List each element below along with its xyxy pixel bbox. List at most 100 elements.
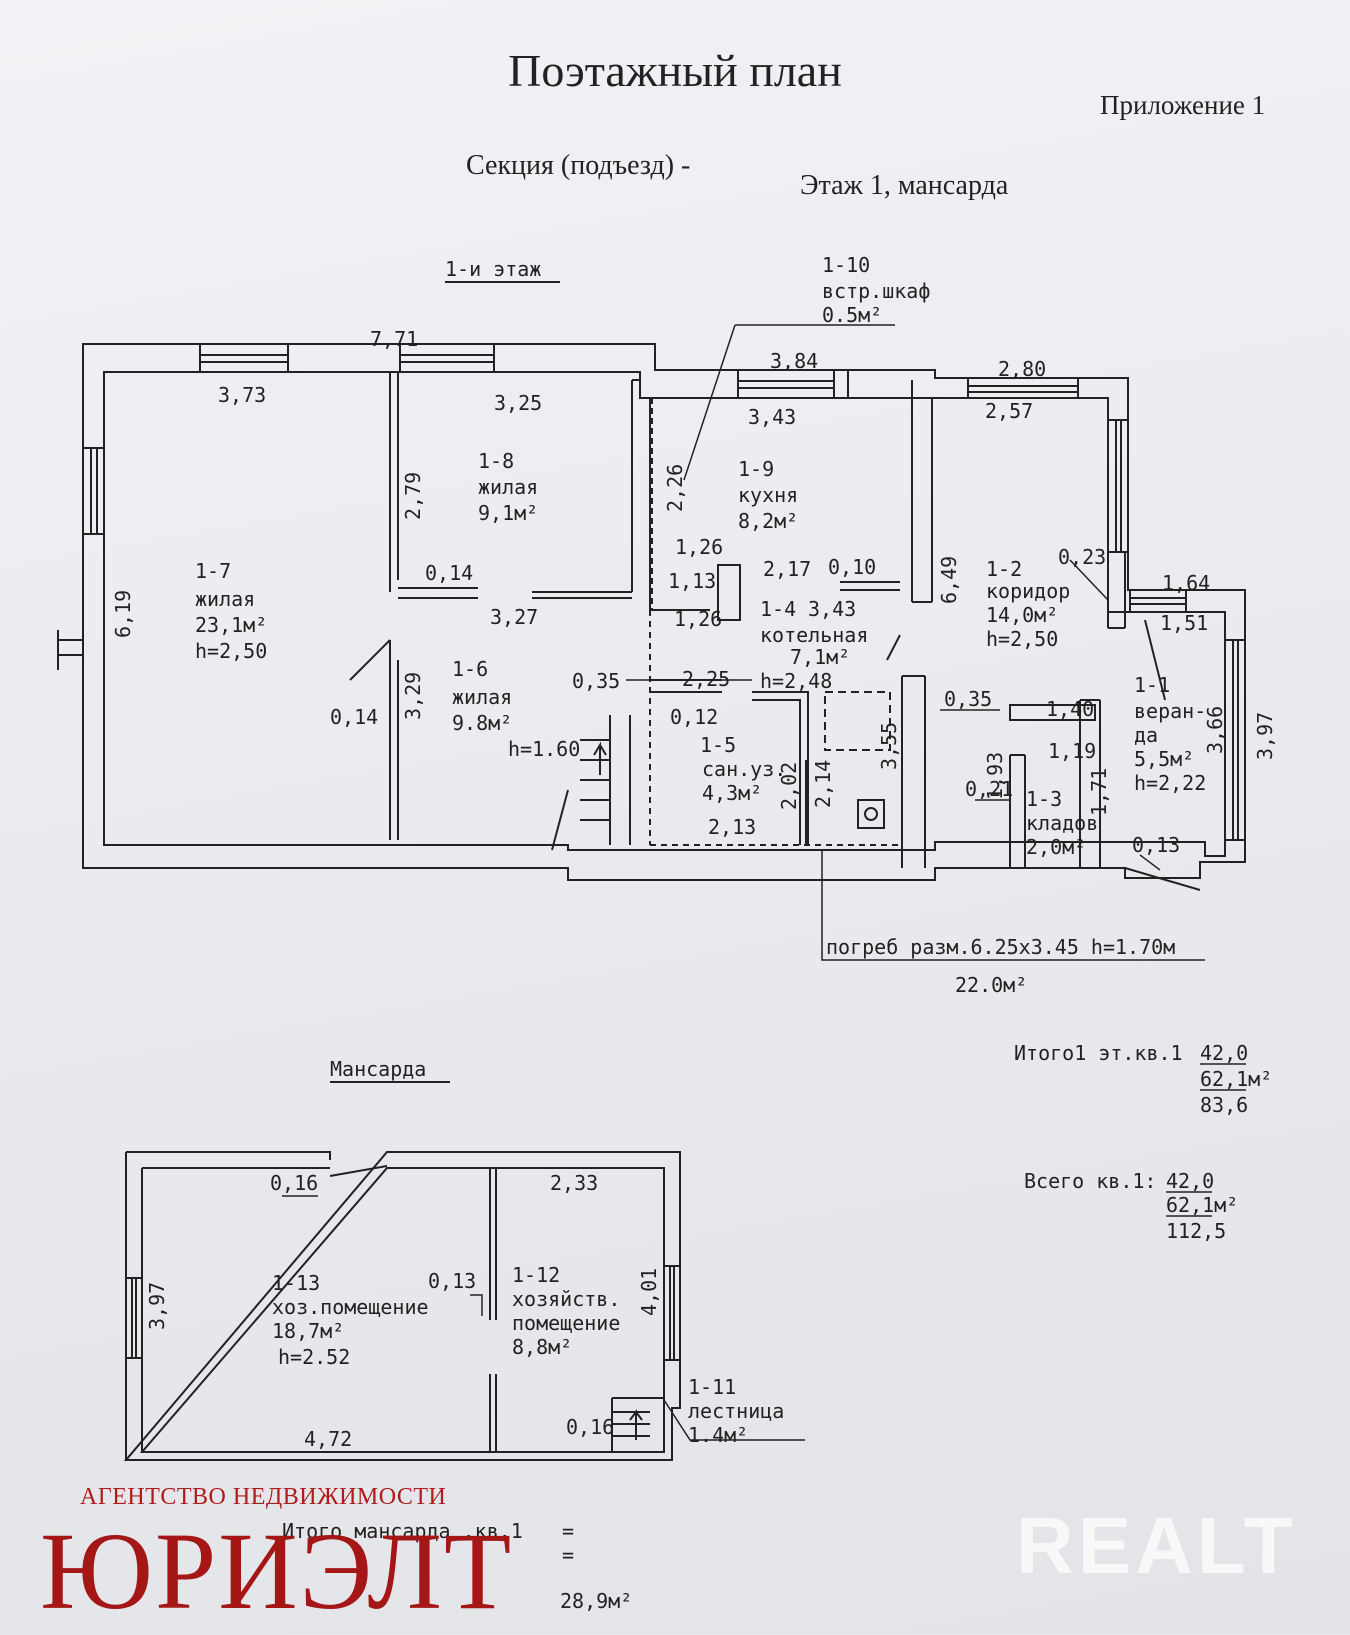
room-1-9-id: 1-9 [738, 457, 774, 481]
mansard-window-left [125, 1277, 143, 1359]
room-1-5-type: сан.уз. [702, 757, 786, 781]
dim-2-79: 2,79 [401, 472, 425, 520]
room-1-7-type: жилая [195, 587, 255, 611]
m-dim-3-97: 3,97 [145, 1282, 169, 1330]
window-veranda [1224, 639, 1246, 841]
dim-0-12: 0,12 [670, 705, 718, 729]
first-floor-heading: 1-и этаж [445, 257, 541, 281]
agency-watermark-logo: ЮРИЭЛТ [40, 1510, 514, 1632]
room-1-8-type: жилая [478, 475, 538, 499]
floor-total-v1: 42,0 [1200, 1041, 1248, 1065]
m-dim-4-72: 4,72 [304, 1427, 352, 1451]
dim-1-51: 1,51 [1160, 611, 1208, 635]
room-1-10-area: 0.5м² [822, 303, 882, 327]
room-1-13-type: хоз.помещение [272, 1295, 429, 1319]
room-1-1-id: 1-1 [1134, 673, 1170, 697]
wall-corridor [901, 675, 926, 868]
floor-total-v2: 62,1м² [1200, 1067, 1272, 1091]
dim-2-57: 2,57 [985, 399, 1033, 423]
dim-2-80: 2,80 [998, 357, 1046, 381]
dim-3-55: 3,55 [877, 722, 901, 770]
room-1-4-id: 1-4 [760, 597, 796, 621]
room-1-1-height: h=2,22 [1134, 771, 1206, 795]
mansard-heading: Мансарда [330, 1057, 426, 1081]
floor-total-label: Итого1 эт.кв.1 [1014, 1041, 1183, 1065]
outer-wall-outer [82, 343, 1246, 881]
room-1-4-type: котельная [760, 623, 868, 647]
room-1-7-id: 1-7 [195, 559, 231, 583]
room-1-1-area: 5,5м² [1134, 747, 1194, 771]
dim-0-35a: 0,35 [572, 669, 620, 693]
room-1-4-height: h=2,48 [760, 669, 832, 693]
mansard-total-label: Итого мансарда .кв.1 [282, 1519, 523, 1543]
dim-0-35b: 0,35 [944, 687, 992, 711]
all-total-v2: 62,1м² [1166, 1193, 1238, 1217]
dim-3-27: 3,27 [490, 605, 538, 629]
room-1-1-type1: веран- [1134, 699, 1206, 723]
room-1-12-type1: хозяйств. [512, 1287, 620, 1311]
dim-2-25: 2,25 [682, 667, 730, 691]
dim-0-23: 0,23 [1058, 545, 1106, 569]
room-1-11-id: 1-11 [688, 1375, 736, 1399]
room-1-1-type2: да [1134, 723, 1158, 747]
all-total-v1: 42,0 [1166, 1169, 1214, 1193]
dim-7-71: 7,71 [370, 327, 418, 351]
room-1-6-area: 9.8м² [452, 711, 512, 735]
dim-3-29: 3,29 [401, 672, 425, 720]
m-dim-2-33: 2,33 [550, 1171, 598, 1195]
dim-3-84: 3,84 [770, 349, 818, 373]
wall-7-8 [389, 372, 399, 592]
dim-2-17: 2,17 [763, 557, 811, 581]
mansard-total-v1: = [562, 1519, 574, 1543]
room-1-12-area: 8,8м² [512, 1335, 572, 1359]
room-1-13-height: h=2.52 [278, 1345, 350, 1369]
dim-3-97: 3,97 [1253, 712, 1277, 760]
dim-6-49: 6,49 [937, 556, 961, 604]
m-dim-0-16b: 0,16 [566, 1415, 614, 1439]
dim-1-26a: 1,26 [675, 535, 723, 559]
dim-1-64: 1,64 [1162, 571, 1210, 595]
room-1-13-area: 18,7м² [272, 1319, 344, 1343]
room-1-2-id: 1-2 [986, 557, 1022, 581]
mansard-total-v3: 28,9м² [560, 1589, 632, 1613]
dim-1-93: 1,93 [983, 752, 1007, 800]
dim-3-73: 3,73 [218, 383, 266, 407]
dim-0-14a: 0,14 [425, 561, 473, 585]
window-4 [967, 377, 1079, 399]
dim-3-43: 3,43 [748, 405, 796, 429]
room-1-11-type: лестница [688, 1399, 784, 1423]
cellar-area: 22.0м² [955, 973, 1027, 997]
room-1-6-type: жилая [452, 685, 512, 709]
wall-8-9 [631, 379, 651, 610]
wall-9-2 [911, 380, 933, 603]
room-1-7-area: 23,1м² [195, 613, 267, 637]
window-left [82, 447, 105, 535]
dim-2-26: 2,26 [663, 464, 687, 512]
room-1-2-area: 14,0м² [986, 603, 1058, 627]
room-1-7-height: h=2,50 [195, 639, 267, 663]
room-1-13-id: 1-13 [272, 1271, 320, 1295]
m-dim-0-16a: 0,16 [270, 1171, 318, 1195]
room-1-2-height: h=2,50 [986, 627, 1058, 651]
realt-watermark: REALT [1016, 1501, 1297, 1590]
m-dim-0-13: 0,13 [428, 1269, 476, 1293]
dim-0-13: 0,13 [1132, 833, 1180, 857]
room-1-5-id: 1-5 [700, 733, 736, 757]
dim-2-14: 2,14 [811, 760, 835, 808]
dim-1-26b: 1,26 [674, 607, 722, 631]
appendix-label: Приложение 1 [1100, 90, 1266, 120]
room-1-10-type: встр.шкаф [822, 279, 930, 303]
room-1-11-area: 1.4м² [688, 1423, 748, 1447]
dim-1-13: 1,13 [668, 569, 716, 593]
all-total-v3: 112,5 [1166, 1219, 1226, 1243]
mansard-total-v2: = [562, 1543, 574, 1567]
all-total-label: Всего кв.1: [1024, 1169, 1156, 1193]
dim-1-71: 1,71 [1087, 768, 1111, 816]
floor-total-v3: 83,6 [1200, 1093, 1248, 1117]
dim-3-66: 3,66 [1203, 706, 1227, 754]
cellar-label: погреб разм.6.25x3.45 h=1.70м [826, 935, 1175, 959]
room-1-3-area: 2,0м² [1026, 835, 1086, 859]
dim-1-40: 1,40 [1046, 697, 1094, 721]
room-1-2-type: коридор [986, 579, 1070, 603]
window-3 [737, 369, 835, 399]
